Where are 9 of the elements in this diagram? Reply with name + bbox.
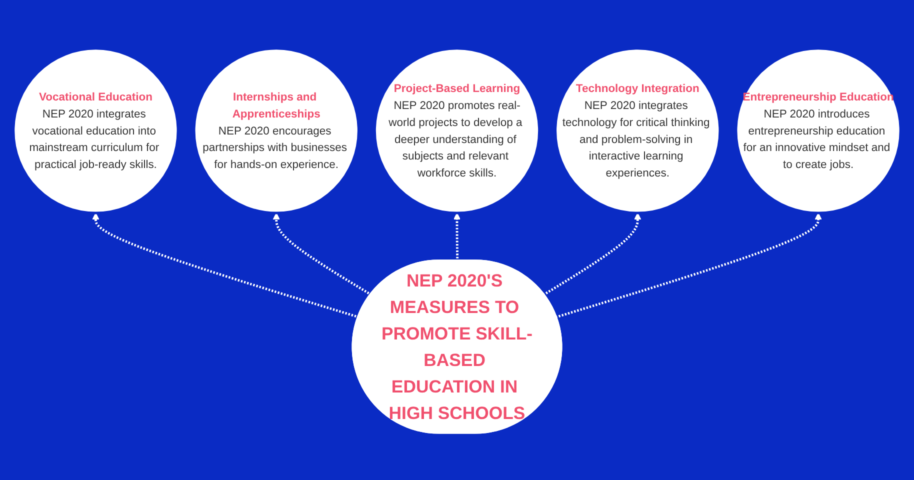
arrow [555, 212, 822, 318]
arrow [272, 212, 372, 296]
node-circle: Vocational Education NEP 2020 integrates vocational education into mainstream curriculum for practical job-ready skills. [12, 46, 180, 214]
node-circle: Project-Based Learning NEP 2020 promotes real-world projects to develop a deeper understanding of subjects and relevant workforce skills. [374, 46, 540, 214]
node-circle: Technology Integration NEP 2020 integrates technology for critical thinking and problem-solving in interactive learning experiences. [554, 46, 722, 214]
arrow [453, 212, 461, 262]
arrow [542, 212, 642, 296]
arrow [92, 212, 360, 318]
node-circle: Internships and Apprenticeships NEP 2020 encourages partnerships with businesses for hands-on experience. [192, 46, 360, 214]
